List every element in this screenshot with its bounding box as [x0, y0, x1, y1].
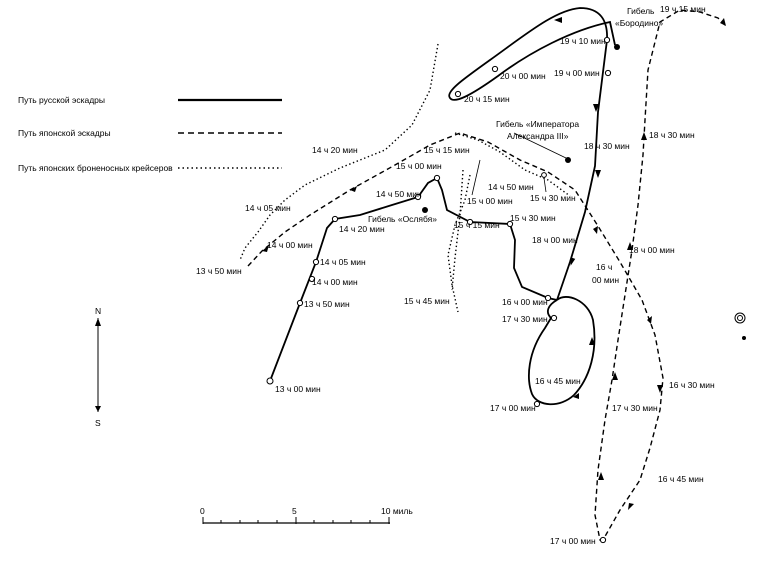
lbl-j1530: 15 ч 30 мин	[530, 193, 576, 203]
lbl-j1630: 16 ч 30 мин	[669, 380, 715, 390]
lbl-alexander-2: Александра III»	[507, 131, 569, 141]
japanese-track	[247, 9, 727, 541]
lbl-j1400: 14 ч 00 мин	[267, 240, 313, 250]
japanese-labels: 13 ч 50 мин 14 ч 00 мин 14 ч 05 мин 14 ч…	[196, 4, 715, 546]
lbl-j1450: 14 ч 50 мин	[488, 182, 534, 192]
russian-arrows	[554, 17, 601, 399]
lbl-r1800: 18 ч 00 мин	[532, 235, 578, 245]
japanese-markers	[541, 172, 607, 544]
lbl-borodino-2: «Бородино»	[615, 18, 663, 28]
lbl-j1405: 14 ч 05 мин	[245, 203, 291, 213]
islands	[734, 312, 746, 340]
lbl-r1910: 19 ч 10 мин	[560, 36, 606, 46]
lbl-j1645: 16 ч 45 мин	[658, 474, 704, 484]
lbl-r1700: 17 ч 00 мин	[490, 403, 536, 413]
lbl-j1600a: 16 ч	[596, 262, 612, 272]
lbl-alexander-1: Гибель «Императора	[496, 119, 579, 129]
lbl-j1600b: 00 мин	[592, 275, 619, 285]
lbl-r2000: 20 ч 00 мин	[500, 71, 546, 81]
japanese-arrows	[262, 18, 726, 510]
lbl-j1500: 15 ч 00 мин	[467, 196, 513, 206]
lbl-r1530: 15 ч 30 мин	[510, 213, 556, 223]
scale-bar: 0 5 10 миль	[200, 506, 413, 524]
sinking-markers	[422, 44, 620, 213]
lbl-r1405: 14 ч 05 мин	[320, 257, 366, 267]
compass-south: S	[95, 418, 101, 428]
lbl-r1645: 16 ч 45 мин	[535, 376, 581, 386]
russian-markers	[266, 36, 612, 408]
lbl-r1900: 19 ч 00 мин	[554, 68, 600, 78]
legend-japanese-label: Путь японской эскадры	[18, 128, 111, 138]
lbl-j1700: 17 ч 00 мин	[550, 536, 596, 546]
russian-labels: 13 ч 00 мин 13 ч 50 мин 14 ч 00 мин 14 ч…	[275, 6, 663, 413]
scale-5: 5	[292, 506, 297, 516]
scale-0: 0	[200, 506, 205, 516]
lbl-j1800: 18 ч 00 мин	[629, 245, 675, 255]
lbl-borodino-1: Гибель	[627, 6, 655, 16]
lbl-r1420: 14 ч 20 мин	[339, 224, 385, 234]
scale-10: 10 миль	[381, 506, 413, 516]
lbl-j1915: 19 ч 15 мин	[660, 4, 706, 14]
legend: Путь русской эскадры Путь японской эскад…	[18, 95, 282, 173]
leader-lines	[471, 132, 567, 196]
lbl-j1420: 14 ч 20 мин	[312, 145, 358, 155]
lbl-r1350: 13 ч 50 мин	[304, 299, 350, 309]
cruisers-track	[239, 43, 571, 313]
legend-russian-label: Путь русской эскадры	[18, 95, 105, 105]
lbl-j1515: 15 ч 15 мин	[424, 145, 470, 155]
lbl-r1600: 16 ч 00 мин	[502, 297, 548, 307]
lbl-r1730: 17 ч 30 мин	[502, 314, 548, 324]
legend-cruisers-label: Путь японских броненосных крейсеров	[18, 163, 173, 173]
lbl-r1300: 13 ч 00 мин	[275, 384, 321, 394]
lbl-r1515: 15 ч 15 мин	[454, 220, 500, 230]
lbl-j1730: 17 ч 30 мин	[612, 403, 658, 413]
lbl-r1400: 14 ч 00 мин	[312, 277, 358, 287]
lbl-j1350: 13 ч 50 мин	[196, 266, 242, 276]
lbl-r1500: 15 ч 00 мин	[396, 161, 442, 171]
lbl-r2015: 20 ч 15 мин	[464, 94, 510, 104]
lbl-j1830: 18 ч 30 мин	[649, 130, 695, 140]
lbl-j1545: 15 ч 45 мин	[404, 296, 450, 306]
lbl-oslyabya: Гибель «Ослябя»	[368, 214, 437, 224]
compass-north: N	[95, 306, 101, 316]
lbl-r1830: 18 ч 30 мин	[584, 141, 630, 151]
compass: N S	[95, 306, 101, 428]
lbl-r1450: 14 ч 50 мин	[376, 189, 422, 199]
